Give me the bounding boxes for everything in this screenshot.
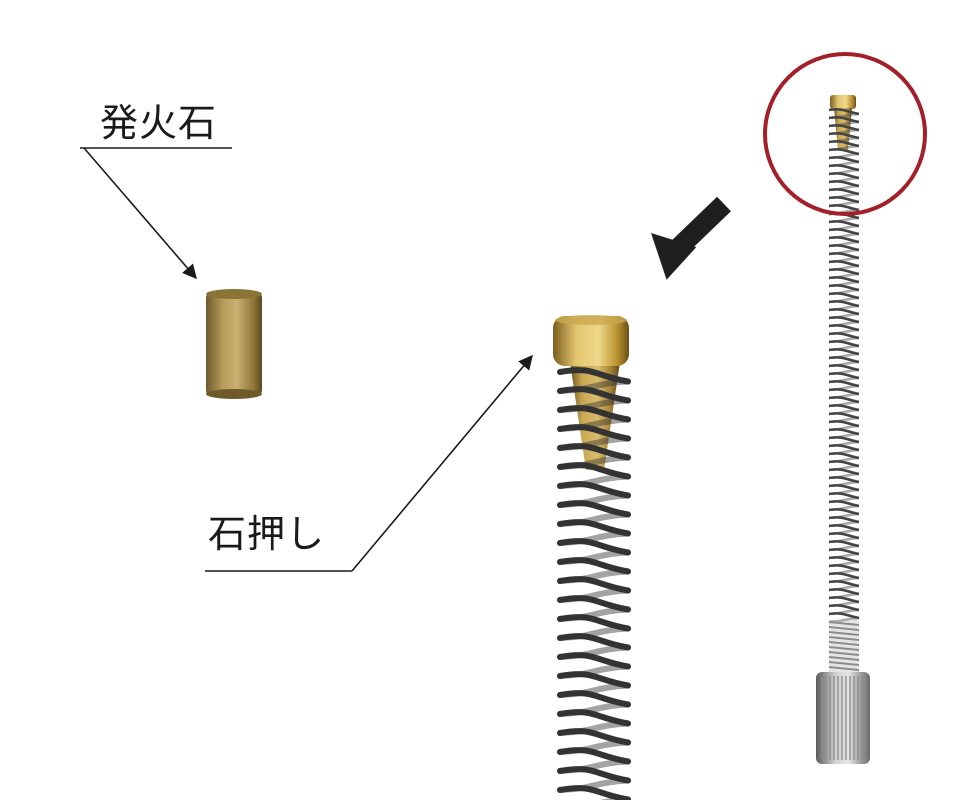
flint-stone — [206, 289, 262, 399]
highlight-circle — [763, 52, 927, 216]
arrow-down-left-icon — [651, 196, 731, 280]
flint-pusher-enlarged — [553, 315, 631, 800]
pusher-leader — [205, 354, 533, 572]
flint-label: 発火石 — [100, 101, 218, 145]
flint-pusher-label: 石押し — [208, 512, 326, 556]
flint-leader — [80, 147, 232, 280]
flint-spring-assembly — [816, 95, 870, 764]
